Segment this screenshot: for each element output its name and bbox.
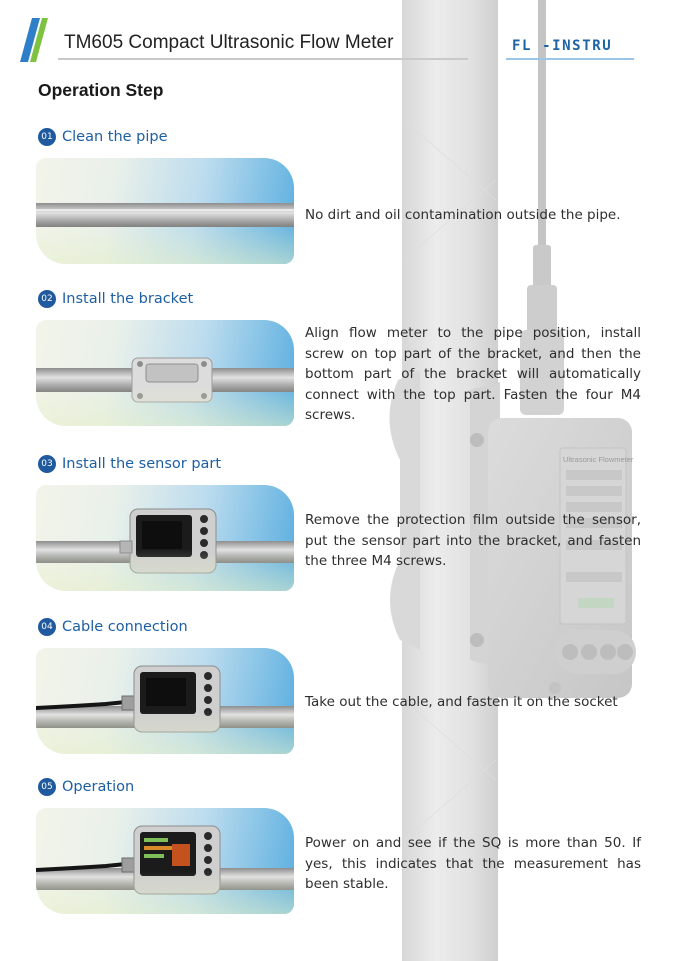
logo-underline <box>506 58 634 60</box>
page-title: Operation Step <box>38 80 164 100</box>
step-heading-5: 05 Operation <box>38 778 134 796</box>
step-description: Align flow meter to the pipe position, i… <box>305 325 641 423</box>
header-stripe-icon <box>20 18 48 62</box>
cable <box>36 862 127 872</box>
step-description: Remove the protection film outside the s… <box>305 512 641 569</box>
step-number-badge: 02 <box>38 290 56 308</box>
step-label: Clean the pipe <box>62 129 168 145</box>
step-description: Take out the cable, and fasten it on the… <box>305 694 618 710</box>
step-number-badge: 04 <box>38 618 56 636</box>
meter-screen-title: Ultrasonic Flowmeter <box>563 455 634 464</box>
step-photo-install-sensor <box>36 485 294 591</box>
document-header-title: TM605 Compact Ultrasonic Flow Meter <box>64 32 394 53</box>
step-number-badge: 03 <box>38 455 56 473</box>
cable <box>36 700 127 710</box>
cable <box>538 0 546 250</box>
step-number-badge: 05 <box>38 778 56 796</box>
step-heading-3: 03 Install the sensor part <box>38 455 221 473</box>
step-heading-2: 02 Install the bracket <box>38 290 193 308</box>
step-label: Install the sensor part <box>62 456 222 472</box>
step-photo-operation <box>36 808 294 914</box>
step-label: Operation <box>62 779 135 795</box>
step-description: Power on and see if the SQ is more than … <box>305 835 641 892</box>
step-photo-cable-connection <box>36 648 294 754</box>
step-heading-4: 04 Cable connection <box>38 618 188 636</box>
header-divider <box>58 58 468 60</box>
step-photo-install-bracket <box>36 320 294 426</box>
company-logo: FL -INSTRU <box>512 38 613 54</box>
step-heading-1: 01 Clean the pipe <box>38 128 168 146</box>
step-label: Install the bracket <box>62 291 194 307</box>
step-description: No dirt and oil contamination outside th… <box>305 207 621 223</box>
step-photo-clean-pipe <box>36 158 294 264</box>
step-number-badge: 01 <box>38 128 56 146</box>
step-label: Cable connection <box>62 619 188 635</box>
